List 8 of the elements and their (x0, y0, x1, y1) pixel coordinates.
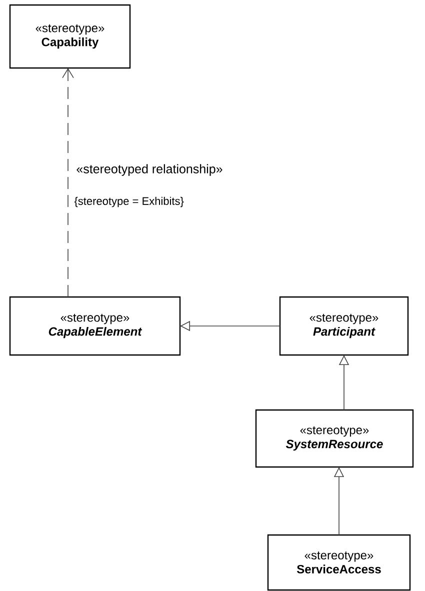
constraint-label: {stereotype = Exhibits} (74, 196, 184, 208)
class-box: «stereotype» ServiceAccess (267, 534, 411, 591)
class-box: «stereotype» Capability (9, 4, 131, 69)
class-box: «stereotype» SystemResource (255, 409, 414, 468)
class-box: «stereotype» CapableElement (9, 296, 181, 356)
class-box: «stereotype» Participant (279, 296, 409, 356)
edge-label: «stereotyped relationship» (75, 163, 224, 177)
arrow (62, 68, 74, 298)
